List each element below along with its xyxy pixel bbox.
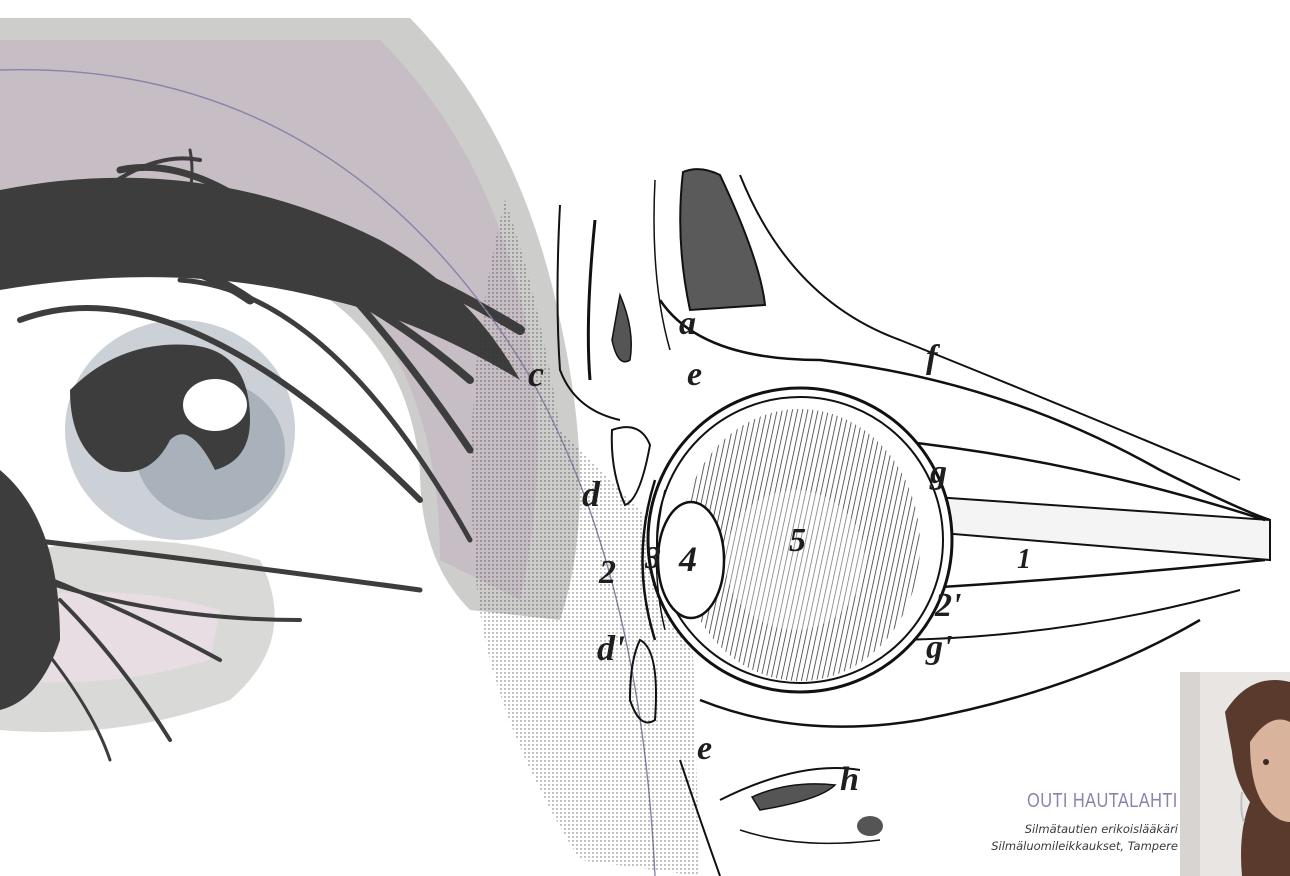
label-2: 2 [599, 556, 616, 590]
label-3: 3 [645, 541, 661, 573]
label-f: f [926, 341, 937, 375]
label-d: d [582, 476, 600, 512]
label-2-prime: 2' [935, 589, 961, 623]
label-h: h [840, 763, 859, 797]
label-d-prime: d' [597, 630, 625, 666]
label-4: 4 [679, 541, 697, 577]
author-credit: OUTI HAUTALAHTI Silmätautien erikoislääk… [991, 790, 1178, 855]
label-1: 1 [1017, 546, 1031, 574]
author-title: Silmätautien erikoislääkäri [991, 821, 1178, 838]
label-c: c [528, 356, 544, 392]
label-g: g [930, 456, 947, 490]
author-detail: Silmäluomileikkaukset, Tampere [991, 838, 1178, 855]
author-name: OUTI HAUTALAHTI [1025, 790, 1178, 813]
label-5: 5 [789, 524, 806, 558]
label-g-prime: g' [926, 631, 952, 665]
label-e-upper: e [687, 358, 702, 392]
label-a: a [679, 307, 696, 341]
author-portrait [1180, 672, 1290, 876]
label-e-lower: e [697, 732, 712, 766]
